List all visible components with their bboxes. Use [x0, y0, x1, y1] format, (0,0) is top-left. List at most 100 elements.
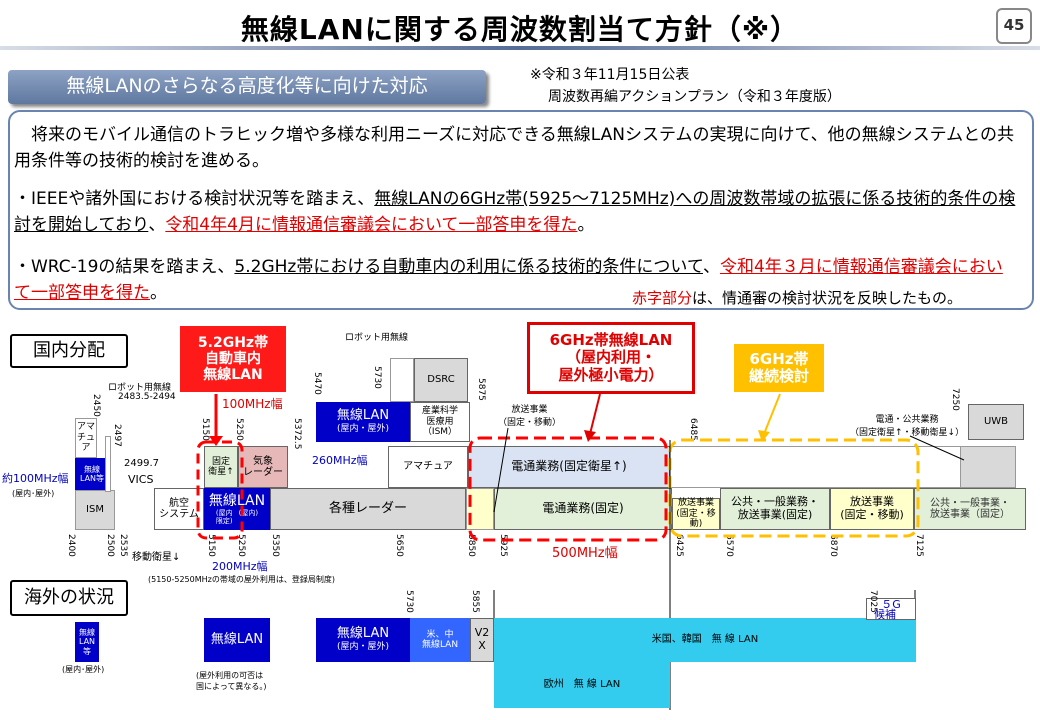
freq-5730: 5730 [372, 366, 382, 389]
public-general: 公共・一般業務・ 放送事業(固定) [720, 488, 830, 530]
bullet2-text-d: 令和4年３月に情報通信審議会において一部答申を得た [14, 257, 1003, 303]
wlan-inout-label: 無線LAN [336, 408, 390, 424]
callout-52ghz: 5.2GHz帯 自動車内 無線LAN [180, 326, 286, 392]
freq-7250: 7250 [950, 388, 960, 411]
freq-2499: 2499.7 [124, 458, 159, 469]
dashed-52ghz [196, 440, 244, 540]
freq-7025-overseas: 7025 [868, 590, 878, 613]
domestic-label: 国内分配 [10, 334, 128, 368]
section-tab: 無線LANのさらなる高度化等に向けた対応 [8, 70, 486, 104]
amateur-band: アマチュア [388, 446, 468, 488]
freq-5470: 5470 [312, 372, 322, 395]
indoor-outdoor-small: (屋内･屋外) [12, 489, 55, 498]
various-radar: 各種レーダー [270, 488, 466, 530]
freq-5250-top: 5250 [234, 418, 244, 441]
overseas-5g-candidate: ５G [866, 598, 916, 620]
bullet2-text-a: ・WRC-19の結果を踏まえ、 [14, 257, 235, 277]
robot-range: 2483.5-2494 [118, 392, 176, 402]
summary-bullet-2: ・WRC-19の結果を踏まえ、5.2GHz帯における自動車内の利用に係る技術的条… [14, 254, 1019, 306]
fixed-sat: 固定 衛星↑ [204, 446, 238, 488]
bullet2-text-e: 。 [150, 283, 167, 303]
freq-7125: 7125 [914, 534, 924, 557]
page-title: 無線LANに関する周波数割当て方針（※） [240, 13, 800, 46]
overseas-wlan-inout-sub: (屋内・屋外) [336, 642, 390, 653]
width-200mhz: 200MHz幅 [212, 560, 268, 573]
footnote: 赤字部分は、情通審の検討状況を反映したもの。 [632, 287, 962, 308]
footnote-rest: は、情通審の検討状況を反映したもの。 [692, 289, 963, 307]
title-divider [0, 46, 1040, 50]
bullet1-text-c: 、 [148, 215, 166, 235]
wlan-small: 無線 LAN等 [75, 458, 109, 490]
freq-5372: 5372.5 [292, 418, 302, 450]
source-note-line2: 周波数再編アクションプラン（令和３年度版） [548, 89, 841, 105]
freq-5850: 5850 [466, 534, 476, 557]
bullet1-text-e: 。 [577, 215, 595, 235]
width-500mhz: 500MHz幅 [552, 546, 618, 561]
wlan-inout-sub: (屋内・屋外) [336, 424, 390, 435]
band-2497-line [105, 436, 111, 492]
freq-6870: 6870 [828, 534, 838, 557]
robot-label-left: ロボット用無線 [108, 383, 172, 393]
bullet1-text-b: 無線LANの6GHz帯(5925～7125MHz)への周波数帯域の拡張に係る技術… [14, 189, 1016, 235]
freq-5855-overseas: 5855 [470, 590, 480, 613]
summary-intro: 将来のモバイル通信のトラヒック増や多様な利用ニーズに対応できる無線LANシステム… [14, 125, 1014, 171]
freq-6425: 6425 [674, 534, 684, 557]
mobile-sat: 移動衛星↓ [132, 552, 181, 563]
overseas-wlan-small: 無線 LAN 等 [75, 622, 99, 662]
overseas-eu: 欧州 無 線 LAN [494, 662, 670, 708]
overseas-wlan-mid: 無線LAN [204, 618, 270, 662]
robot-band-top [390, 358, 414, 402]
arrow-6ghz [589, 393, 601, 435]
freq-5150-bot: 5150 [206, 534, 216, 557]
dashed-6ghz-study [668, 438, 920, 538]
arrow-telecom-public [909, 435, 965, 461]
freq-2500: 2500 [105, 534, 115, 557]
wlan-inout-block: 無線LAN (屋内・屋外) [316, 402, 410, 442]
arrow-6ghz-study [763, 393, 781, 435]
summary-bullet-1: ・IEEEや諸外国における検討状況等を踏まえ、無線LANの6GHz帯(5925～… [14, 186, 1019, 238]
callout-6ghz-wlan: 6GHz帯無線LAN （屋内利用・ 屋外極小電力） [527, 322, 695, 394]
overseas-v2x: V2 X [470, 618, 494, 662]
band-7125-upper [960, 446, 1016, 488]
overseas-wlan-small-note: (屋内･屋外) [62, 665, 105, 674]
weather-radar: 気象 レーダー [238, 446, 288, 488]
bullet2-text-b: 5.2GHz帯における自動車内の利用に係る技術的条件について [234, 257, 703, 277]
freq-6570: 6570 [724, 534, 734, 557]
overseas-wlan-mid-note: (屋外利用の可否は 国によって異なる。) [196, 671, 267, 691]
overseas-label: 海外の状況 [10, 580, 128, 616]
robot-label-top: ロボット用無線 [345, 333, 409, 343]
public-general-2: 公共・一般事業・ 放送事業（固定） [914, 488, 1026, 530]
bullet1-text-a: ・IEEEや諸外国における検討状況等を踏まえ、 [14, 189, 375, 209]
freq-5250-bot: 5250 [236, 534, 246, 557]
bullet1-text-d: 令和4年4月に情報通信審議会において一部答申を得た [165, 215, 578, 235]
vics-label: VICS [128, 473, 154, 486]
dashed-6ghz [468, 436, 668, 542]
overseas-wlan-inout-label: 無線LAN [336, 626, 390, 642]
freq-2535: 2535 [118, 534, 128, 557]
aviation-system: 航空 システム [154, 488, 204, 530]
freq-6485: 6485 [688, 418, 698, 441]
freq-2497: 2497 [112, 424, 122, 447]
wlan-5150-label: 無線LAN [208, 492, 266, 509]
overseas-us-kr: 米国、韓国 無 線 LAN [494, 618, 916, 662]
wlan-5150-block: 無線LAN (屋内 限定) (屋内) [204, 488, 270, 530]
overseas-us-cn: 米、中 無線LAN [410, 618, 470, 662]
broadcast-label: 放送事業 （固定・移動） [498, 405, 562, 428]
freq-5350: 5350 [270, 534, 280, 557]
page-number: 45 [996, 8, 1032, 44]
width-260mhz: 260MHz幅 [312, 454, 368, 467]
freq-5875: 5875 [476, 378, 486, 401]
bullet2-text-c: 、 [702, 257, 720, 277]
wlan-5150-sub1: (屋内 限定) [215, 509, 233, 526]
broadcast-fm: 放送事業 (固定・移動) [830, 488, 914, 530]
ism-small: ISM [75, 490, 115, 530]
candidate-label: 候補 [874, 608, 896, 621]
source-note-line1: ※令和３年11月15日公表 [530, 67, 690, 83]
summary-box [8, 110, 1034, 310]
telecom-fixed: 電通業務(固定) [494, 488, 672, 530]
freq-2450: 2450 [91, 394, 101, 417]
width-100mhz: 100MHz幅 [222, 397, 283, 411]
amateur-small: アマ チュア [75, 418, 97, 458]
ism-sci-block: 産業科学 医療用 （ISM） [410, 402, 470, 442]
